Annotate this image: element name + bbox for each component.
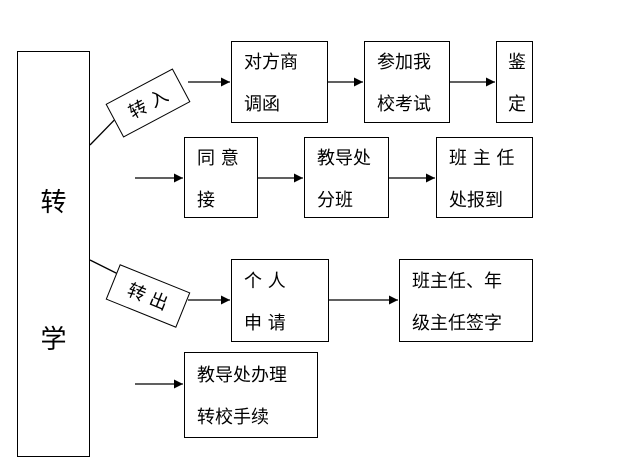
step-personal-application: 个 人 申 请 xyxy=(231,259,329,342)
transfer-title-box: 转 学 xyxy=(17,51,90,457)
step-transfer-procedures-line2: 转校手续 xyxy=(197,407,269,428)
step-teacher-signature: 班主任、年 级主任签字 xyxy=(399,259,533,342)
step-assign-class: 教导处 分班 xyxy=(304,137,389,218)
step-counterpart-letter-line2: 调函 xyxy=(244,94,280,115)
step-school-exam-line1: 参加我 xyxy=(377,52,431,73)
step-assign-class-line1: 教导处 xyxy=(317,147,371,169)
transfer-out-label: 转 出 xyxy=(124,279,171,315)
step-transfer-procedures-line1: 教导处办理 xyxy=(197,365,287,386)
step-appraisal: 鉴 定 xyxy=(496,41,533,123)
step-report-to-teacher: 班 主 任 处报到 xyxy=(436,137,533,218)
step-agree-accept-line1: 同 意 xyxy=(197,147,239,169)
step-school-exam-line2: 校考试 xyxy=(377,94,431,115)
step-counterpart-letter: 对方商 调函 xyxy=(231,41,328,123)
step-report-to-teacher-line2: 处报到 xyxy=(449,189,503,211)
title-char-1: 转 xyxy=(40,188,67,218)
step-appraisal-line1: 鉴 xyxy=(508,52,526,73)
step-assign-class-line2: 分班 xyxy=(317,189,353,211)
step-agree-accept-line2: 接 xyxy=(197,189,215,211)
step-school-exam: 参加我 校考试 xyxy=(364,41,450,123)
step-transfer-procedures: 教导处办理 转校手续 xyxy=(184,352,318,438)
step-appraisal-line2: 定 xyxy=(508,94,526,115)
step-teacher-signature-line1: 班主任、年 xyxy=(412,270,502,292)
step-personal-application-line1: 个 人 xyxy=(244,270,286,292)
step-counterpart-letter-line1: 对方商 xyxy=(244,52,298,73)
step-report-to-teacher-line1: 班 主 任 xyxy=(449,147,515,169)
title-char-2: 学 xyxy=(40,325,67,355)
step-personal-application-line2: 申 请 xyxy=(244,312,286,334)
step-teacher-signature-line2: 级主任签字 xyxy=(412,312,502,334)
step-agree-accept: 同 意 接 xyxy=(184,137,258,218)
